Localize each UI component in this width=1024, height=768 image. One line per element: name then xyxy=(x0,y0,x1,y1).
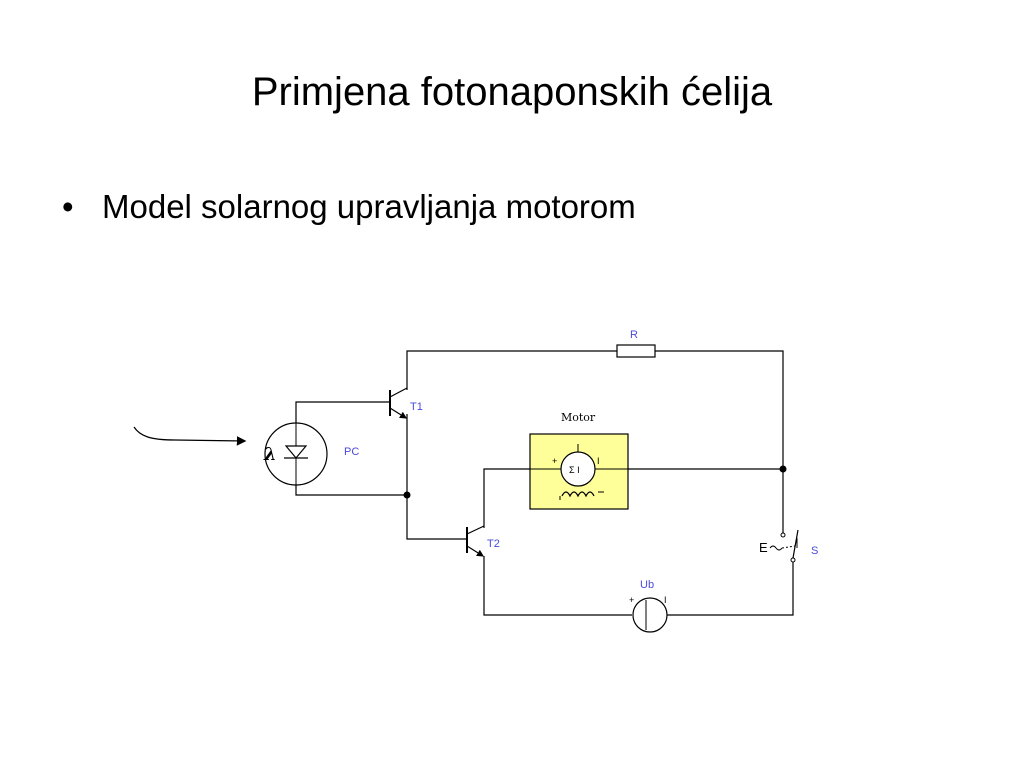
arrow-icon xyxy=(133,426,247,446)
resistor-label: R xyxy=(630,329,638,341)
junction-dot xyxy=(403,491,411,499)
photocell-symbol: λ xyxy=(263,444,277,465)
switch-icon xyxy=(769,529,799,563)
bullet-marker: • xyxy=(62,188,74,225)
bullet-item: • Model solarnog upravljanja motorom xyxy=(62,188,636,226)
supply-label: Ub xyxy=(640,579,654,591)
transistor-icon xyxy=(389,387,408,419)
supply-minus: I xyxy=(664,595,667,605)
wire-network xyxy=(295,350,794,616)
voltage-source-icon xyxy=(632,597,668,633)
motor-minus: I xyxy=(597,456,600,466)
motor-icon xyxy=(529,433,629,510)
motor-plus: + xyxy=(552,456,557,466)
transistor-2-label: T2 xyxy=(487,538,500,550)
photocell-label: PC xyxy=(344,446,359,458)
motor-symbol: Σ I xyxy=(569,465,580,475)
supply-plus: + xyxy=(629,595,634,605)
transistor-1-label: T1 xyxy=(410,401,423,413)
bullet-text: Model solarnog upravljanja motorom xyxy=(102,188,636,225)
slide-title: Primjena fotonaponskih ćelija xyxy=(251,70,773,114)
switch-label: S xyxy=(811,545,818,557)
junction-dot xyxy=(779,465,787,473)
transistor-icon xyxy=(466,525,485,557)
resistor-icon xyxy=(616,344,656,358)
switch-symbol: E xyxy=(759,540,768,555)
photocell-icon: λ xyxy=(263,422,328,486)
motor-title: Motor xyxy=(561,411,596,424)
